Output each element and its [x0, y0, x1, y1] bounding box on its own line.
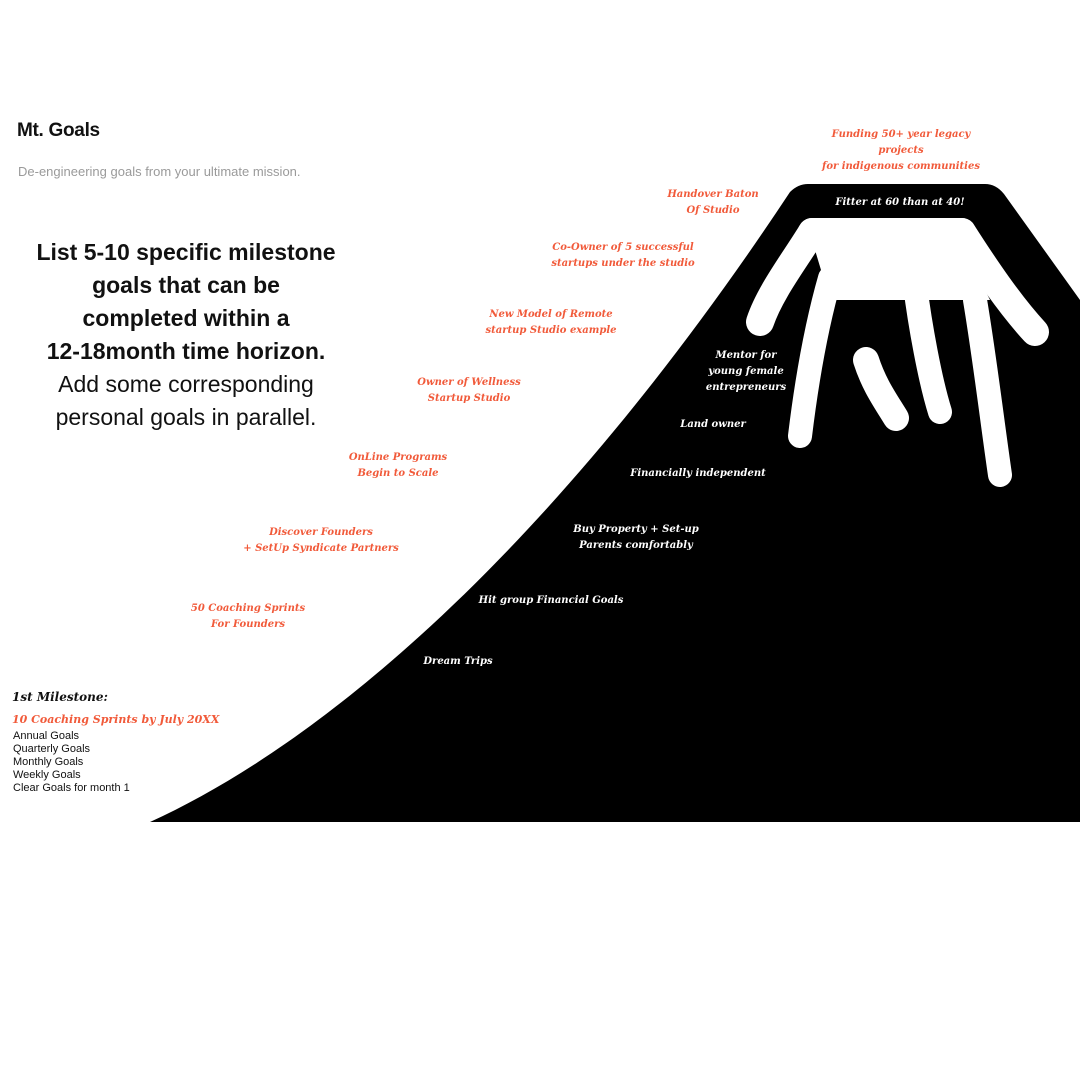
breakdown-item: Clear Goals for month 1	[13, 782, 130, 794]
personal-goal-label: Buy Property + Set-up Parents comfortabl…	[573, 524, 699, 551]
career-goal-label: Handover Baton Of Studio	[667, 189, 759, 216]
page-subtitle: De-engineering goals from your ultimate …	[18, 164, 301, 179]
career-goal-label: New Model of Remote startup Studio examp…	[485, 309, 617, 336]
breakdown-item: Weekly Goals	[13, 769, 81, 781]
personal-goal-label: Dream Trips	[423, 656, 493, 667]
career-goal-label: 50 Coaching Sprints For Founders	[190, 603, 306, 630]
instruction-line: completed within a	[82, 305, 290, 331]
milestone-heading: 1st Milestone:	[12, 690, 108, 704]
instruction-line: goals that can be	[92, 272, 280, 298]
mountain-shape	[150, 184, 1080, 822]
instruction-line: List 5-10 specific milestone	[36, 239, 336, 265]
breakdown-item: Monthly Goals	[13, 756, 84, 768]
personal-goal-label: Financially independent	[630, 468, 766, 479]
milestone-goal: 10 Coaching Sprints by July 20XX	[12, 713, 220, 726]
personal-goal-label: Fitter at 60 than at 40!	[835, 197, 965, 208]
career-goal-label: Owner of Wellness Startup Studio	[417, 377, 521, 404]
instructions-block: List 5-10 specific milestone goals that …	[20, 236, 352, 434]
career-goal-label: Funding 50+ year legacy projects for ind…	[822, 129, 980, 172]
career-goal-label: Co-Owner of 5 successful startups under …	[551, 242, 695, 269]
personal-goal-label: Hit group Financial Goals	[478, 595, 624, 606]
instruction-line: 12-18month time horizon.	[46, 338, 326, 364]
page-title: Mt. Goals	[17, 120, 100, 141]
career-goal-label: OnLine Programs Begin to Scale	[348, 452, 448, 479]
instruction-line: Add some corresponding	[58, 371, 314, 397]
snow-cap	[746, 218, 1049, 487]
personal-goal-label: Mentor for young female entrepreneurs	[705, 350, 787, 393]
career-goal-label: Discover Founders + SetUp Syndicate Part…	[243, 527, 399, 554]
goal-breakdown-list: Annual Goals Quarterly Goals Monthly Goa…	[13, 730, 130, 795]
personal-goal-label: Land owner	[680, 419, 746, 430]
instruction-line: personal goals in parallel.	[55, 404, 317, 430]
breakdown-item: Quarterly Goals	[13, 743, 91, 755]
breakdown-item: Annual Goals	[13, 730, 80, 742]
